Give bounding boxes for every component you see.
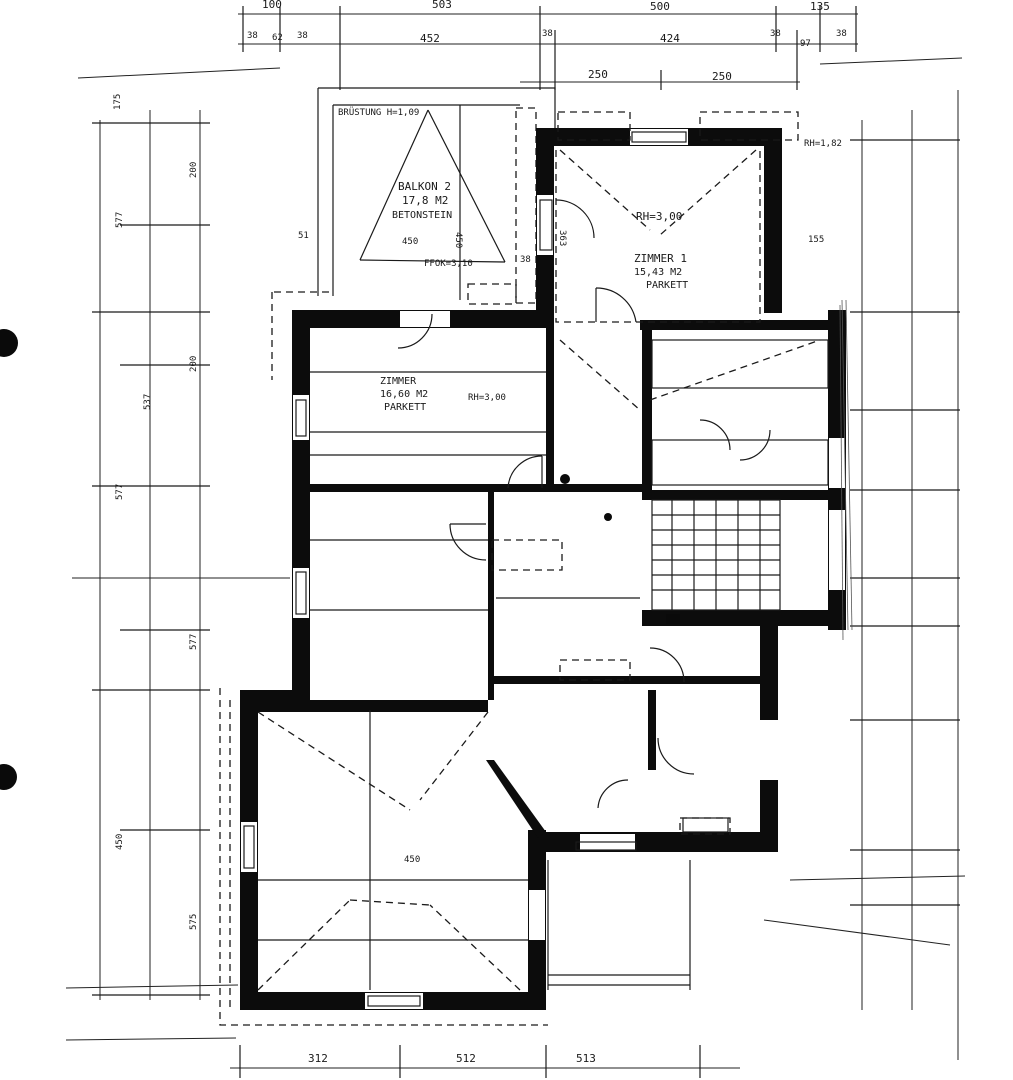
interior-lines bbox=[258, 339, 829, 990]
side-dim-2: 200 bbox=[189, 162, 199, 178]
dim-r2-7: 38 bbox=[770, 29, 781, 39]
balcony-outline bbox=[317, 87, 556, 304]
roof-outline bbox=[219, 111, 799, 1026]
dim-top-2: 503 bbox=[432, 0, 452, 11]
fixtures bbox=[560, 474, 729, 851]
side-dim-3: 577 bbox=[115, 212, 125, 228]
side-dim-9: 575 bbox=[189, 914, 199, 930]
dim-top-3: 500 bbox=[650, 0, 670, 13]
dim-top-4: 135 bbox=[810, 0, 830, 13]
dim-r2-1: 38 bbox=[247, 31, 258, 41]
zimmer1-floor: PARKETT bbox=[646, 280, 688, 291]
left-dimension-lines bbox=[65, 110, 290, 1041]
zimmer2-area: 16,60 M2 bbox=[380, 389, 428, 400]
zimmer2-floor: PARKETT bbox=[384, 402, 426, 413]
side-dim-6: 577 bbox=[115, 484, 125, 500]
side-dim-4: 200 bbox=[189, 356, 199, 372]
rh-label: RH=1,82 bbox=[804, 139, 842, 149]
dim-r3-1: 250 bbox=[588, 68, 608, 81]
dim-bottom-2: 512 bbox=[456, 1052, 476, 1065]
label-51: 51 bbox=[298, 231, 309, 241]
dim-r2-6: 424 bbox=[660, 32, 680, 45]
dim-r3-2: 250 bbox=[712, 70, 732, 83]
roof-ridges bbox=[257, 149, 821, 991]
zimmer1-height: RH=3,00 bbox=[636, 210, 682, 223]
balcony-name: BALKON 2 bbox=[398, 180, 451, 193]
label-450: 450 bbox=[404, 855, 420, 865]
right-dimension-lines bbox=[763, 90, 966, 1060]
dim-bottom-3: 513 bbox=[576, 1052, 596, 1065]
label-155: 155 bbox=[808, 235, 824, 245]
zimmer2-name: ZIMMER bbox=[380, 376, 417, 387]
door-swings bbox=[397, 199, 771, 809]
window-sashes bbox=[243, 131, 687, 1007]
dim-r2-3: 38 bbox=[297, 31, 308, 41]
zimmer1-name: ZIMMER 1 bbox=[634, 252, 687, 265]
dim-r2-5: 38 bbox=[542, 29, 553, 39]
zimmer2-height: RH=3,00 bbox=[468, 393, 506, 403]
balcony-width: 450 bbox=[402, 237, 418, 247]
structural-walls bbox=[240, 128, 846, 1010]
side-dim-1: 175 bbox=[113, 94, 123, 110]
balcony-height: 450 bbox=[453, 232, 463, 248]
dim-r2-9: 38 bbox=[836, 29, 847, 39]
dim-top-1: 100 bbox=[262, 0, 282, 11]
dim-r2-4: 452 bbox=[420, 32, 440, 45]
zimmer1-area: 15,43 M2 bbox=[634, 267, 682, 278]
balcony-area: 17,8 M2 bbox=[402, 194, 448, 207]
label-38: 38 bbox=[520, 255, 531, 265]
dim-r2-2: 62 bbox=[272, 33, 283, 43]
side-dim-5: 537 bbox=[143, 394, 153, 410]
side-dim-8: 450 bbox=[115, 834, 125, 850]
label-363: 363 bbox=[557, 230, 567, 246]
side-dim-7: 577 bbox=[189, 634, 199, 650]
staircase bbox=[651, 499, 781, 611]
balcony-material: BETONSTEIN bbox=[392, 210, 452, 221]
top-dimension-lines bbox=[77, 6, 963, 90]
binder-hole-top bbox=[0, 329, 18, 357]
balcony-parapet: BRÜSTUNG H=1,09 bbox=[338, 107, 419, 118]
dim-bottom-1: 312 bbox=[308, 1052, 328, 1065]
noise-hatching bbox=[839, 299, 853, 641]
window-openings bbox=[241, 129, 845, 1009]
bottom-dimension-lines bbox=[230, 1045, 740, 1078]
binder-hole-bottom bbox=[0, 764, 17, 790]
dim-r2-8: 97 bbox=[800, 39, 811, 49]
balcony-level: FFOK=3,10 bbox=[424, 259, 473, 269]
